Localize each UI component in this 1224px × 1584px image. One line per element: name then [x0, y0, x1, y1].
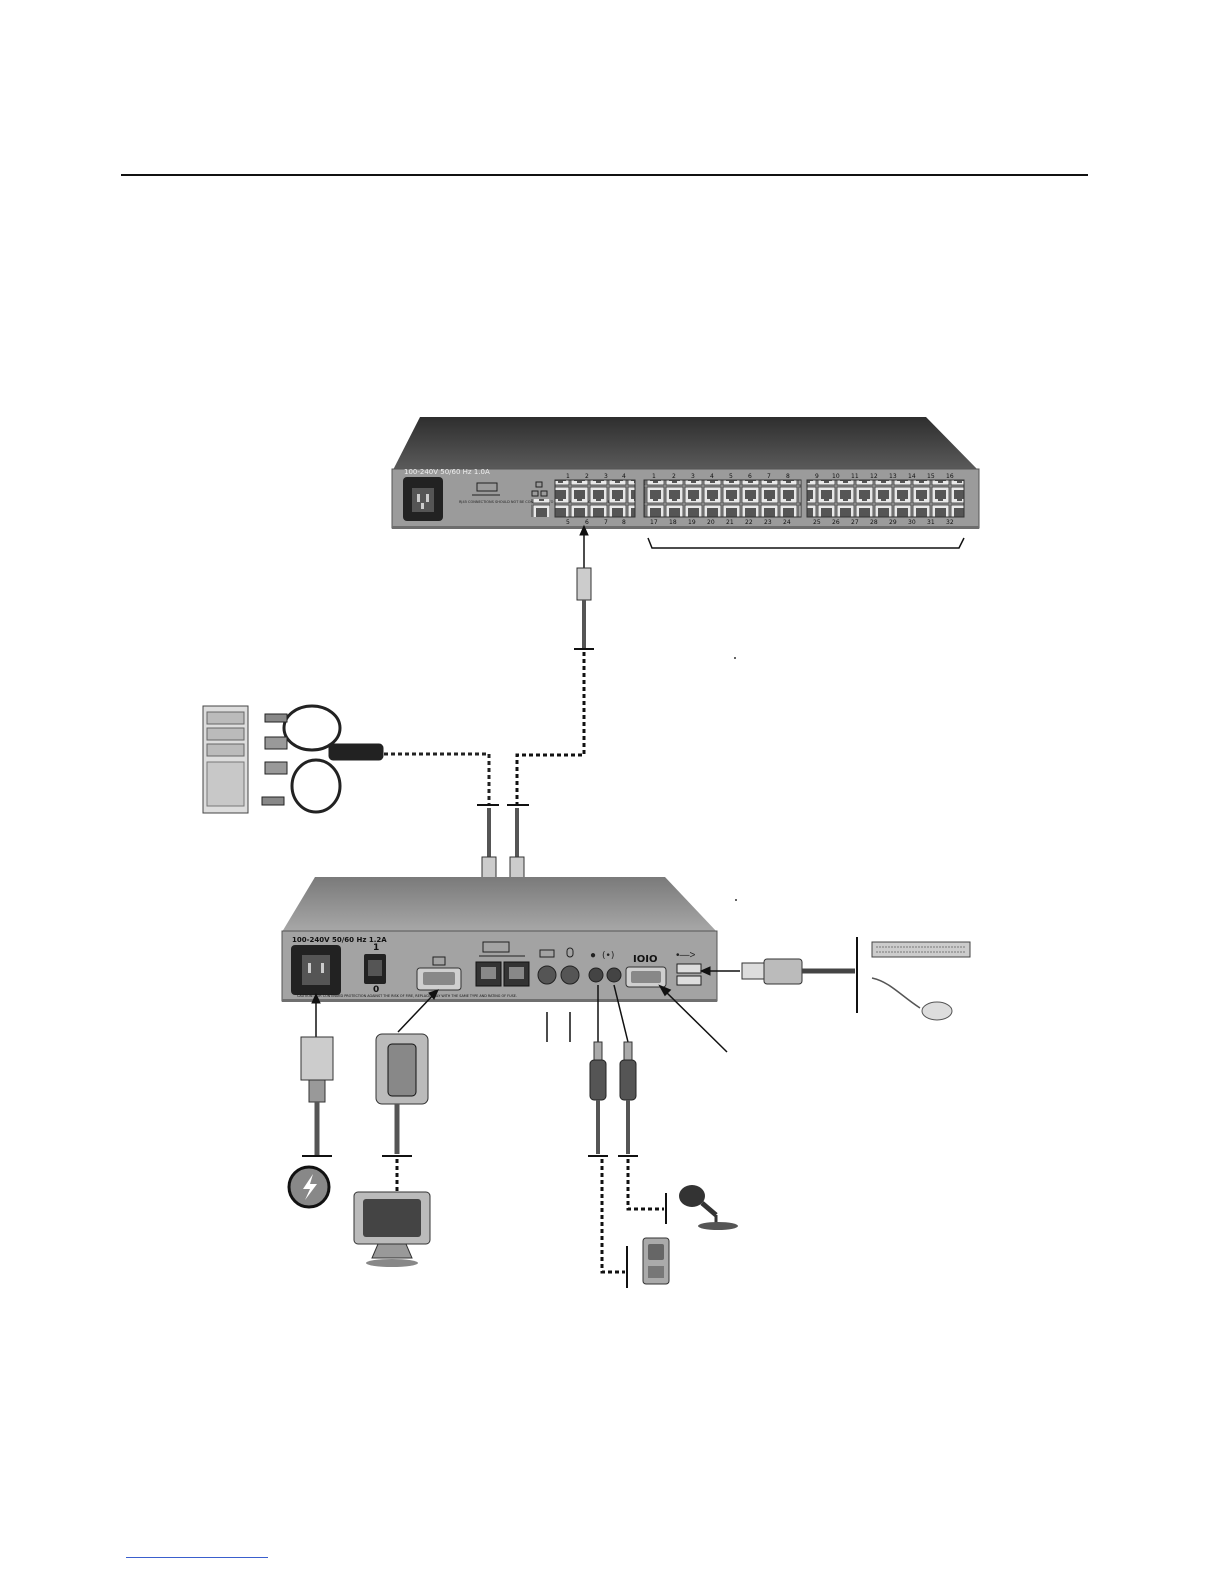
- port-num-a-top-4: 4: [622, 473, 626, 480]
- port-num-b-top-11: 11: [851, 473, 859, 480]
- port-num-bot-18: 18: [669, 519, 677, 526]
- network-ports-icon: [479, 941, 525, 957]
- appliance-power-rating: 100-240V 50/60 Hz 1.2A: [292, 936, 387, 944]
- usb-cable: [699, 937, 858, 1013]
- switch-to-appliance-cable: [515, 524, 594, 804]
- port-num-bot-28: 28: [870, 519, 878, 526]
- port-num-a-top-1: 1: [566, 473, 570, 480]
- switch-power-text: 100-240V 50/60 Hz 1.0A: [404, 468, 490, 476]
- caution-text: CAUTION: FOR CONTINUED PROTECTION AGAINS…: [297, 994, 517, 998]
- port-num-b-top-14: 14: [908, 473, 916, 480]
- port-num-b-top-2: 2: [672, 473, 676, 480]
- appliance-power-inlet[interactable]: [291, 945, 341, 995]
- port-num-b-top-15: 15: [927, 473, 935, 480]
- port-num-bot-17: 17: [650, 519, 658, 526]
- port-num-bot-22: 22: [745, 519, 753, 526]
- kvm-appliance: 100-240V 50/60 Hz 1.2A 1 0: [281, 877, 718, 1002]
- mouse-icon: [871, 977, 953, 1021]
- speaker-icon: [642, 1237, 670, 1285]
- port-num-bot-31: 31: [927, 519, 935, 526]
- audio-cables: [588, 984, 667, 1288]
- port-num-b-top-3: 3: [691, 473, 695, 480]
- serial-icon: IOIO: [633, 954, 657, 965]
- mouse-port-icon: [566, 947, 574, 958]
- port-block-a[interactable]: [554, 479, 636, 518]
- speaker-jack-icon: (•): [602, 951, 614, 961]
- port-num-b-top-13: 13: [889, 473, 897, 480]
- port-num-a-top-2: 2: [585, 473, 589, 480]
- port-num-b-top-16: 16: [946, 473, 954, 480]
- port-num-bot-32: 32: [946, 519, 954, 526]
- port-num-b-top-8: 8: [786, 473, 790, 480]
- port-num-bot-23: 23: [764, 519, 772, 526]
- port-block-b[interactable]: [643, 479, 802, 518]
- port-num-b-top-5: 5: [729, 473, 733, 480]
- port-num-bot-29: 29: [889, 519, 897, 526]
- footer-link-underline[interactable]: [126, 1557, 268, 1558]
- appliance-port-2[interactable]: [503, 961, 530, 987]
- switch-on-label: 1: [373, 943, 379, 953]
- power-switch[interactable]: [364, 954, 386, 984]
- power-cable: [300, 992, 334, 1157]
- switch-off-label: 0: [373, 985, 379, 995]
- switch-network-port[interactable]: [531, 499, 550, 517]
- stray-dot: [735, 899, 737, 901]
- port-leader-lines: [546, 984, 728, 1053]
- port-num-a-top-3: 3: [604, 473, 608, 480]
- port-num-a-bot-6: 6: [585, 519, 589, 526]
- monitor-port-icon: [432, 956, 446, 966]
- switch-power-inlet: [403, 477, 443, 521]
- port-num-b-top-9: 9: [815, 473, 819, 480]
- port-num-b-top-7: 7: [767, 473, 771, 480]
- microphone-icon: [679, 1185, 738, 1230]
- target-ports-bracket: [647, 537, 965, 549]
- telecom-warning-icon: [472, 482, 500, 496]
- microphone-jack-icon: ●: [590, 950, 596, 961]
- server-interface-cable: [261, 704, 491, 814]
- mouse-port[interactable]: [560, 965, 580, 985]
- keyboard-port[interactable]: [537, 965, 557, 985]
- port-num-b-top-1: 1: [652, 473, 656, 480]
- keyboard-port-icon: [539, 949, 555, 958]
- port-num-bot-21: 21: [726, 519, 734, 526]
- port-num-b-top-10: 10: [832, 473, 840, 480]
- port-num-a-bot-7: 7: [604, 519, 608, 526]
- port-num-b-top-12: 12: [870, 473, 878, 480]
- port-num-bot-25: 25: [813, 519, 821, 526]
- port-num-bot-30: 30: [908, 519, 916, 526]
- port-num-bot-20: 20: [707, 519, 715, 526]
- monitor-icon: [353, 1191, 431, 1267]
- port-num-bot-19: 19: [688, 519, 696, 526]
- microphone-jack[interactable]: [588, 967, 604, 983]
- port-num-b-top-4: 4: [710, 473, 714, 480]
- port-num-b-top-6: 6: [748, 473, 752, 480]
- port-block-c[interactable]: [806, 479, 965, 518]
- port-num-bot-24: 24: [783, 519, 791, 526]
- port-num-a-bot-5: 5: [566, 519, 570, 526]
- usb-icon: •—>: [676, 950, 696, 961]
- power-source-icon: [287, 1165, 331, 1209]
- switch-port-labels: 1 2 3 4 5 6 7 8 1 2 3 4 5 6 7 8 9 10 11 …: [566, 473, 954, 526]
- keyboard-icon: [871, 941, 971, 958]
- port-num-bot-26: 26: [832, 519, 840, 526]
- server-tower-icon: [202, 705, 249, 814]
- stray-dot: [734, 657, 736, 659]
- kvm-switch: 100-240V 50/60 Hz 1.0A RJ45 CONNECTIONS …: [391, 417, 980, 549]
- video-cable: [375, 989, 439, 1192]
- port-num-a-bot-8: 8: [622, 519, 626, 526]
- usb-port-2[interactable]: [676, 975, 702, 986]
- video-port[interactable]: [416, 967, 462, 991]
- usb-port-1[interactable]: [676, 963, 702, 974]
- port-num-bot-27: 27: [851, 519, 859, 526]
- network-icon: [531, 481, 548, 497]
- speaker-jack[interactable]: [606, 967, 622, 983]
- serial-port[interactable]: [625, 966, 667, 988]
- header-rule: [121, 174, 1088, 176]
